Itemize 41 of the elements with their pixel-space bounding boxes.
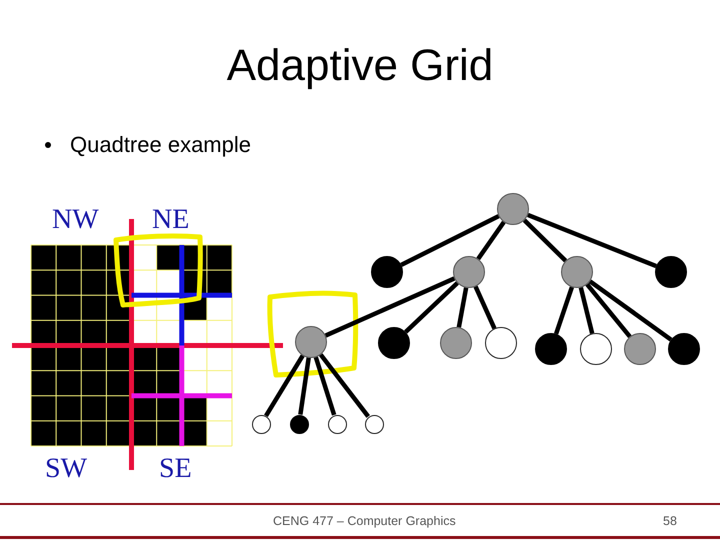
tree-edge xyxy=(554,286,574,335)
tree-edge xyxy=(585,282,632,338)
tree-node xyxy=(295,326,327,358)
tree-edge xyxy=(324,276,456,338)
tree-node xyxy=(440,327,472,359)
tree-edge xyxy=(298,358,311,415)
tree-edge xyxy=(527,212,657,268)
tree-edge xyxy=(474,286,496,330)
tree-node xyxy=(252,414,270,434)
tree-node xyxy=(453,256,485,288)
quadrant-label: SW xyxy=(45,455,87,483)
tree-node xyxy=(535,333,567,365)
tree-node xyxy=(485,327,517,359)
page-number: 58 xyxy=(663,514,677,528)
quadrant-label: SE xyxy=(159,455,192,483)
tree-edge xyxy=(318,353,370,418)
footer-text: CENG 477 – Computer Graphics xyxy=(273,514,456,528)
tree-edge xyxy=(578,287,594,334)
tree-edge xyxy=(264,354,305,418)
bullet-text: Quadtree example xyxy=(70,134,251,156)
slide-title: Adaptive Grid xyxy=(226,44,494,88)
tree-edge xyxy=(476,220,506,260)
tree-node xyxy=(290,414,308,434)
tree-node xyxy=(655,256,687,288)
quadrant-label: NW xyxy=(52,206,99,234)
tree-edge xyxy=(522,218,568,262)
tree-edge xyxy=(588,280,672,342)
tree-edge xyxy=(314,356,336,416)
tree-node xyxy=(378,327,410,359)
tree-edge xyxy=(400,214,500,267)
tree-node xyxy=(580,333,612,365)
tree-node xyxy=(497,193,529,225)
tree-node xyxy=(668,333,700,365)
tree-edge xyxy=(456,287,468,328)
tree-node xyxy=(328,414,346,434)
tree-node xyxy=(371,256,403,288)
tree-node xyxy=(561,256,593,288)
tree-node xyxy=(624,333,656,365)
quadrant-label: NE xyxy=(152,206,190,234)
tree-node xyxy=(364,414,384,434)
tree-edge xyxy=(404,281,459,334)
